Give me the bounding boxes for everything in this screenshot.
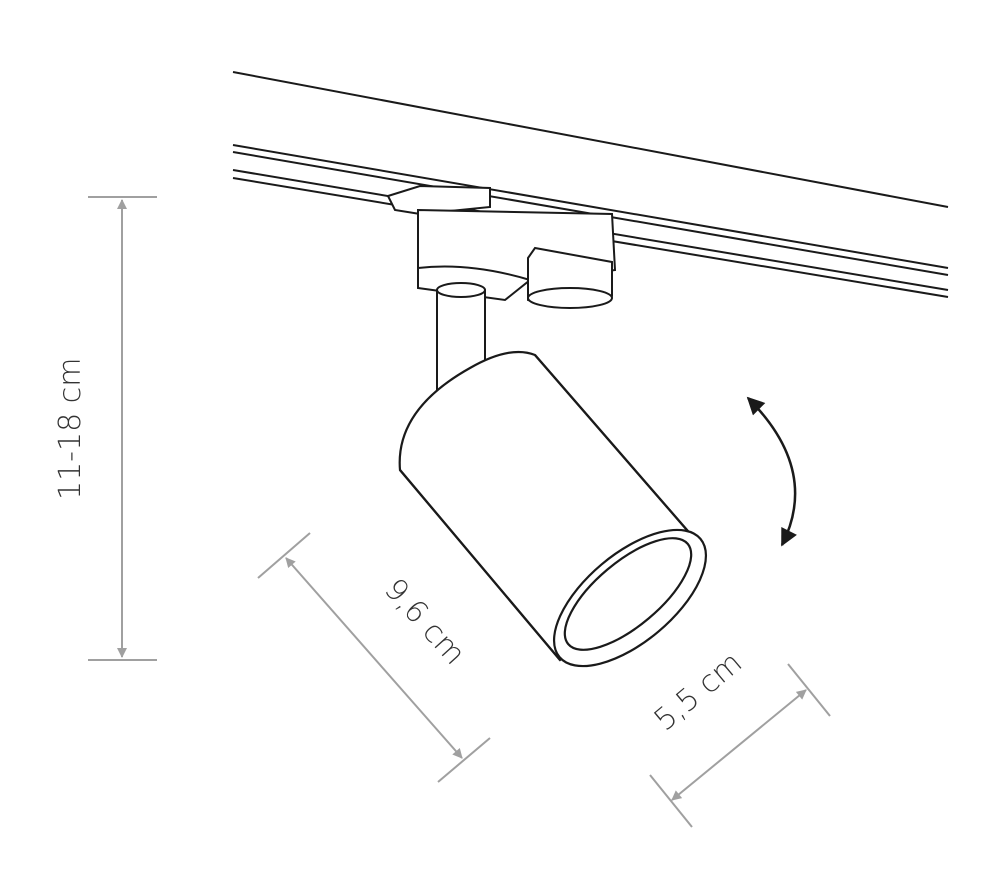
spotlight-lens — [552, 528, 708, 668]
length-dimension — [257, 532, 491, 783]
height-dimension — [88, 196, 157, 661]
diameter-dimension — [649, 663, 831, 828]
track-adapter — [386, 184, 617, 309]
height-label: 11-18 cm — [53, 358, 88, 500]
length-label: 9,6 cm — [377, 572, 472, 672]
diameter-label: 5,5 cm — [648, 645, 749, 738]
rotate-arrow-icon — [746, 396, 797, 547]
